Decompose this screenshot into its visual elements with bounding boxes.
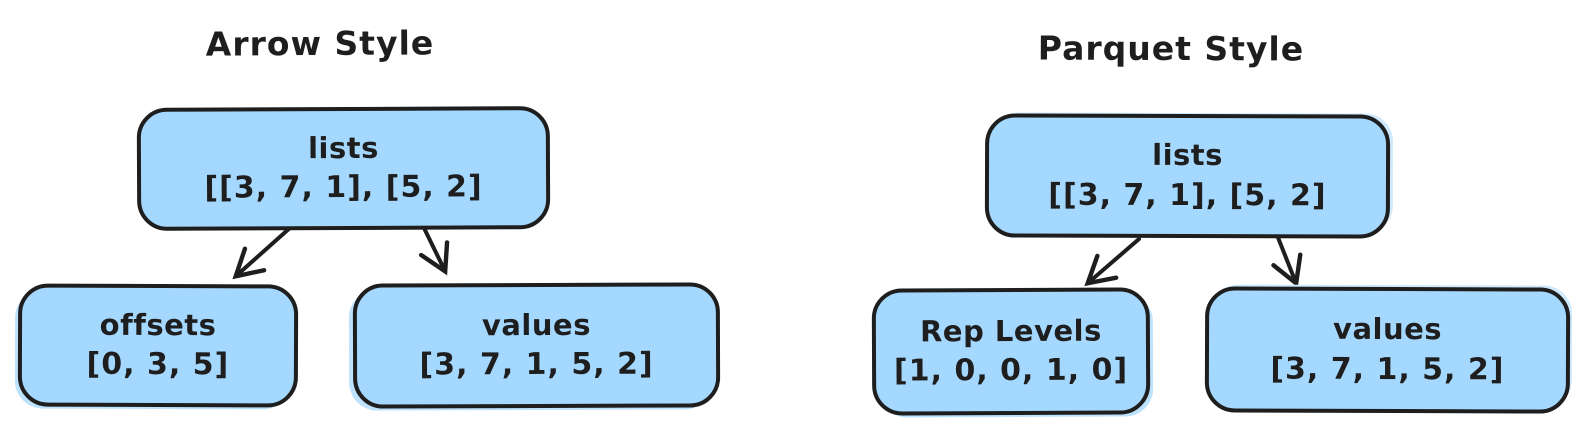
node-arrow-offsets: offsets [0, 3, 5] <box>17 283 299 408</box>
diagram-title-parquet-style: Parquet Style <box>1037 28 1305 69</box>
arrow-lists-to-values-right <box>1271 233 1303 288</box>
node-value: [0, 3, 5] <box>86 347 230 383</box>
node-label: Rep Levels <box>919 313 1102 348</box>
node-value: [[3, 7, 1], [5, 2] <box>204 169 483 207</box>
node-arrow-values: values [3, 7, 1, 5, 2] <box>352 282 721 409</box>
node-label: values <box>481 307 591 342</box>
node-label: lists <box>1152 137 1223 173</box>
node-label: offsets <box>99 307 217 342</box>
node-parquet-lists: lists [[3, 7, 1], [5, 2] <box>984 113 1391 239</box>
arrow-lists-to-rep-levels <box>1084 237 1141 287</box>
node-value: [[3, 7, 1], [5, 2] <box>1048 177 1327 214</box>
node-value: [3, 7, 1, 5, 2] <box>1270 351 1505 388</box>
node-label: lists <box>307 130 379 165</box>
node-label: values <box>1333 311 1443 347</box>
arrow-lists-to-values-left <box>418 226 450 276</box>
node-value: [3, 7, 1, 5, 2] <box>419 347 654 383</box>
node-arrow-lists: lists [[3, 7, 1], [5, 2] <box>136 106 551 231</box>
node-parquet-rep-levels: Rep Levels [1, 0, 0, 1, 0] <box>871 287 1151 416</box>
arrow-lists-to-offsets <box>232 225 293 280</box>
node-parquet-values: values [3, 7, 1, 5, 2] <box>1204 286 1571 414</box>
node-value: [1, 0, 0, 1, 0] <box>893 352 1129 389</box>
diagram-title-arrow-style: Arrow Style <box>205 23 435 64</box>
